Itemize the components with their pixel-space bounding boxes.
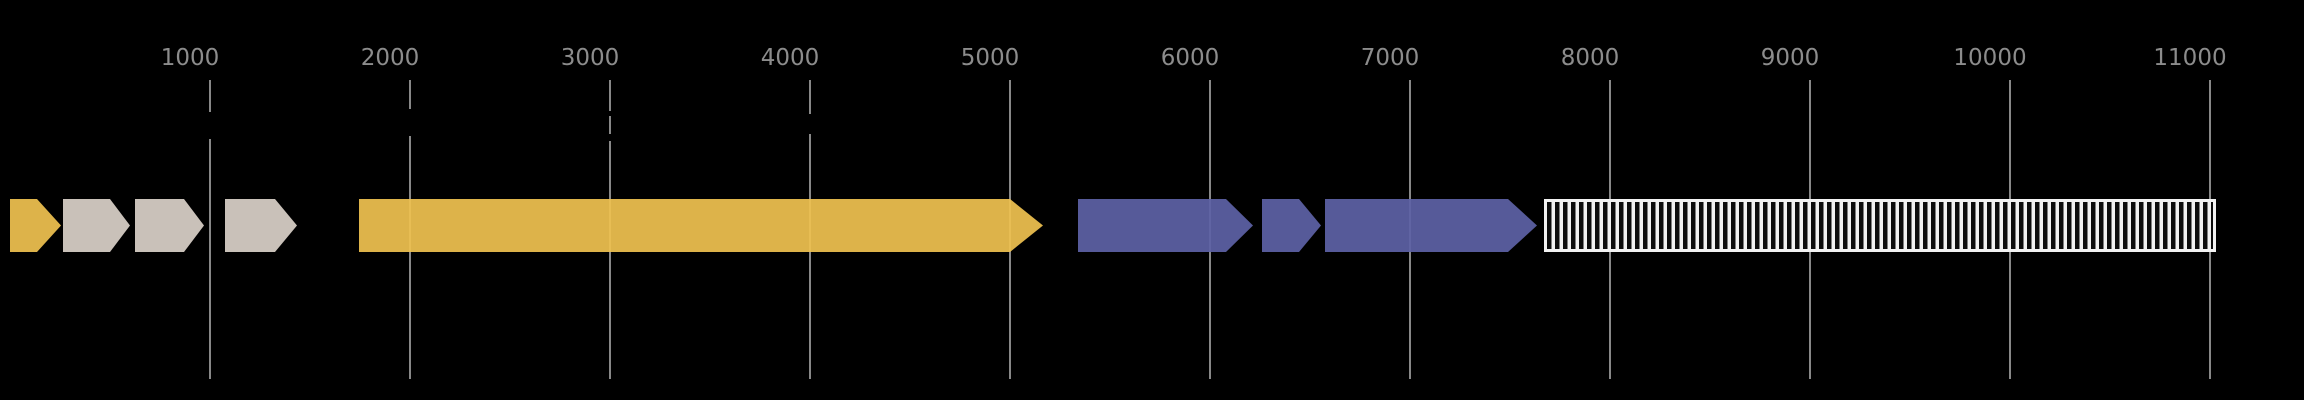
gridline-occlusion — [408, 109, 412, 136]
axis-tick-label-10000: 10000 — [1953, 45, 2027, 71]
axis-tick-label-2000: 2000 — [360, 45, 420, 71]
gridline-occlusion — [608, 111, 612, 116]
gene-feature-hatched-box — [1544, 199, 2216, 252]
axis-tick-label-8000: 8000 — [1560, 45, 1620, 71]
gridline-occlusion — [208, 112, 212, 139]
axis-tick-label-3000: 3000 — [560, 45, 620, 71]
axis-tick-label-1000: 1000 — [160, 45, 220, 71]
gridline-occlusion — [808, 114, 812, 134]
gene-feature-arrow-3 — [135, 199, 204, 252]
gridline-1000 — [208, 80, 212, 379]
gene-feature-arrow-5 — [359, 199, 1043, 252]
axis-tick-label-11000: 11000 — [2153, 45, 2227, 71]
gene-feature-arrow-4 — [225, 199, 297, 252]
axis-tick-label-9000: 9000 — [1760, 45, 1820, 71]
gene-feature-arrow-8 — [1325, 199, 1537, 252]
axis-tick-label-7000: 7000 — [1360, 45, 1420, 71]
gene-feature-arrow-2 — [63, 199, 130, 252]
axis-tick-label-5000: 5000 — [960, 45, 1020, 71]
gridline-occlusion — [608, 134, 612, 141]
gene-feature-arrow-1 — [10, 199, 61, 252]
gene-feature-arrow-7 — [1262, 199, 1321, 252]
axis-tick-label-6000: 6000 — [1160, 45, 1220, 71]
gene-feature-arrow-6 — [1078, 199, 1253, 252]
axis-tick-label-4000: 4000 — [760, 45, 820, 71]
